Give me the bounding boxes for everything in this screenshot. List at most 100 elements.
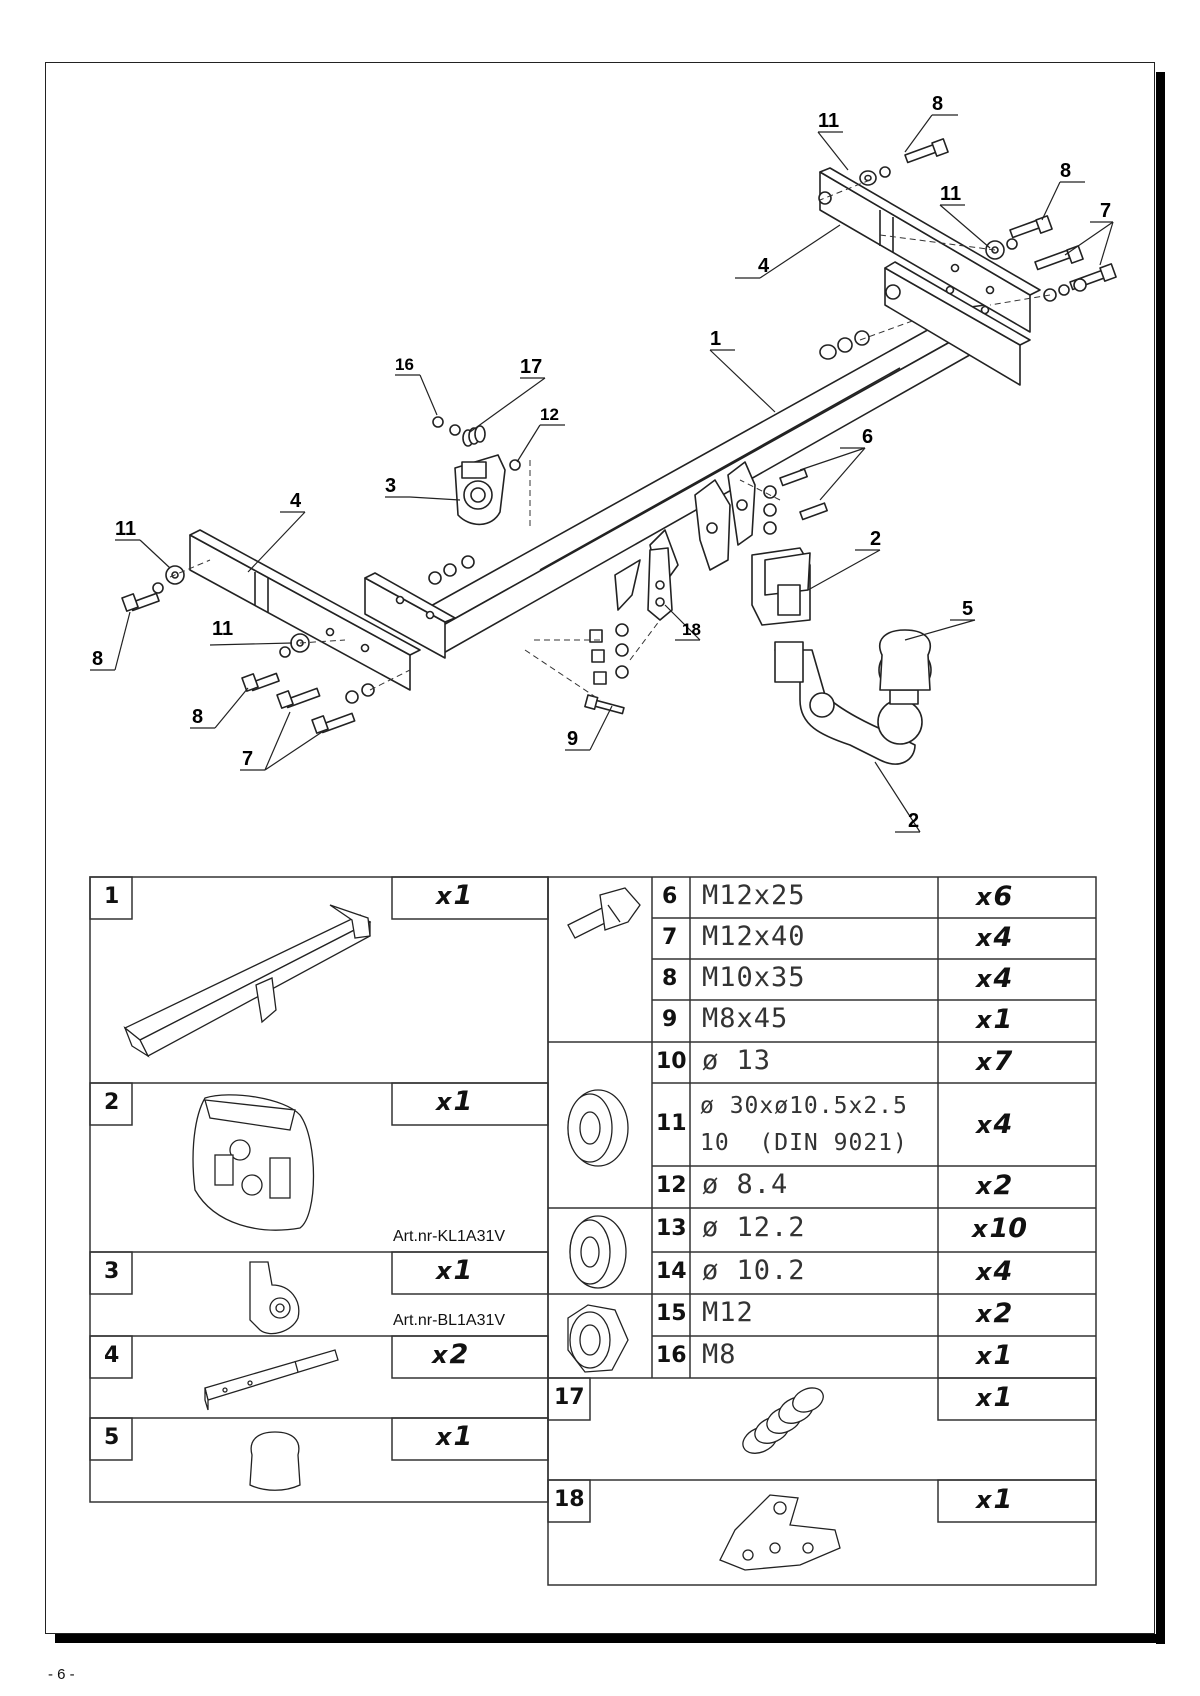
page-number: - 6 - <box>48 1666 75 1683</box>
qty-value: 1 <box>993 1340 1013 1371</box>
part-number-1: 1 <box>104 884 120 909</box>
thumb-spring <box>742 1387 824 1454</box>
part-qty-11: x4 <box>976 1109 1012 1140</box>
part-number-3: 3 <box>104 1259 120 1284</box>
callout-3: 3 <box>385 475 396 497</box>
part-spec-15: M12 <box>702 1297 754 1328</box>
callout-4: 4 <box>758 255 770 277</box>
qty-x: x <box>976 965 992 993</box>
callout-16: 16 <box>395 355 414 374</box>
part-5-drawing <box>879 629 931 691</box>
qty-x: x <box>976 883 992 911</box>
part-qty-5: x1 <box>436 1421 472 1452</box>
part-qty-4: x2 <box>432 1339 468 1370</box>
qty-x: x <box>976 1006 992 1034</box>
part-spec-14: ø 10.2 <box>702 1255 806 1286</box>
qty-value: 1 <box>453 880 473 911</box>
callout-8: 8 <box>92 648 103 670</box>
qty-value: 1 <box>453 1086 473 1117</box>
thumb-bolt <box>567 887 641 939</box>
thumb-ball-cap <box>249 1431 301 1491</box>
qty-value: 1 <box>993 1382 1013 1413</box>
qty-x: x <box>972 1215 988 1243</box>
qty-x: x <box>976 1111 992 1139</box>
part-number-8: 8 <box>662 966 678 991</box>
thumb-bracket-18 <box>719 1494 841 1571</box>
callout-2: 2 <box>870 528 881 550</box>
part-qty-3: x1 <box>436 1255 472 1286</box>
callout-9: 9 <box>567 728 578 750</box>
qty-value: 7 <box>993 1046 1013 1077</box>
part-qty-8: x4 <box>976 963 1012 994</box>
part-number-15: 15 <box>656 1301 687 1326</box>
qty-value: 4 <box>993 922 1013 953</box>
part-number-14: 14 <box>656 1259 687 1284</box>
qty-value: 2 <box>449 1339 469 1370</box>
article-number-2: Art.nr-KL1A31V <box>393 1228 506 1245</box>
qty-x: x <box>436 1088 452 1116</box>
thumb-nut <box>567 1304 629 1373</box>
callout-2: 2 <box>908 810 919 832</box>
part-spec-7: M12x40 <box>702 921 806 952</box>
part-qty-6: x6 <box>976 881 1012 912</box>
part-qty-16: x1 <box>976 1340 1012 1371</box>
exploded-assembly-diagram: 8 11 8 11 7 4 1 16 17 12 3 6 11 4 2 5 18… <box>90 93 1117 833</box>
part-3-drawing <box>454 454 506 526</box>
qty-value: 6 <box>993 881 1013 912</box>
part-2-socket-drawing <box>751 547 811 626</box>
callout-4: 4 <box>290 490 302 512</box>
part-number-5: 5 <box>104 1425 120 1450</box>
part-number-16: 16 <box>656 1343 687 1368</box>
part-qty-10: x7 <box>976 1046 1012 1077</box>
callout-7: 7 <box>242 748 253 770</box>
qty-value: 10 <box>989 1213 1028 1244</box>
part-17-spring-drawing <box>462 425 486 447</box>
part-spec-11: ø 30xø10.5x2.5 <box>700 1093 908 1119</box>
frame-shadow-bottom <box>55 1634 1165 1643</box>
part-number-4: 4 <box>104 1343 120 1368</box>
qty-value: 4 <box>993 1256 1013 1287</box>
part-number-10: 10 <box>656 1049 687 1074</box>
thumb-flat-washer <box>567 1089 629 1167</box>
qty-x: x <box>436 882 452 910</box>
qty-value: 4 <box>993 1109 1013 1140</box>
callout-8: 8 <box>192 706 203 728</box>
part-qty-18: x1 <box>976 1484 1012 1515</box>
part-qty-14: x4 <box>976 1256 1012 1287</box>
part-qty-17: x1 <box>976 1382 1012 1413</box>
callout-12: 12 <box>540 405 559 424</box>
part-qty-13: x10 <box>972 1213 1027 1244</box>
callout-18: 18 <box>682 620 701 639</box>
part-number-11: 11 <box>656 1111 687 1136</box>
part-number-9: 9 <box>662 1007 678 1032</box>
assembly-lines <box>169 179 1051 701</box>
article-number-3: Art.nr-BL1A31V <box>393 1312 506 1329</box>
qty-x: x <box>976 1172 992 1200</box>
part-spec-9: M8x45 <box>702 1003 789 1034</box>
callout-8: 8 <box>1060 160 1071 182</box>
part-18-drawing <box>647 547 673 621</box>
part-spec-10: ø 13 <box>702 1045 772 1076</box>
part-number-2: 2 <box>104 1090 120 1115</box>
callout-17: 17 <box>520 356 542 378</box>
callout-11: 11 <box>940 183 961 205</box>
qty-x: x <box>436 1257 452 1285</box>
part-qty-7: x4 <box>976 922 1012 953</box>
qty-x: x <box>976 1300 992 1328</box>
qty-x: x <box>976 1384 992 1412</box>
part-number-18: 18 <box>554 1487 585 1512</box>
qty-x: x <box>976 1342 992 1370</box>
part-qty-15: x2 <box>976 1298 1012 1329</box>
qty-value: 1 <box>453 1421 473 1452</box>
callout-11: 11 <box>212 618 233 640</box>
callout-8: 8 <box>932 93 943 115</box>
callout-labels: 8 11 8 11 7 4 1 16 17 12 3 6 11 4 2 5 18… <box>92 93 1111 832</box>
qty-x: x <box>436 1423 452 1451</box>
qty-x: x <box>976 1258 992 1286</box>
qty-value: 2 <box>993 1298 1013 1329</box>
side-plate-left-drawing <box>364 572 456 659</box>
thumb-side-bar <box>204 1349 339 1411</box>
qty-value: 1 <box>993 1004 1013 1035</box>
part-qty-2: x1 <box>436 1086 472 1117</box>
